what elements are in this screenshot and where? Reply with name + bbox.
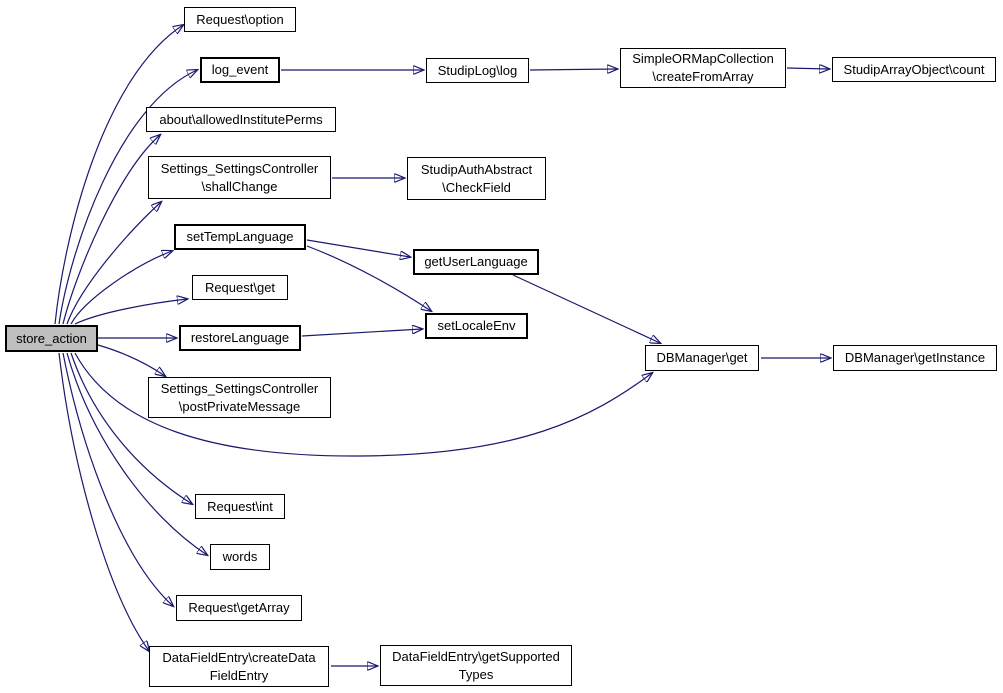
edge-store_action-to-request_int — [70, 352, 192, 504]
node-db-manager-get[interactable]: DBManager\get — [645, 345, 759, 371]
node-request-get-array-label: Request\getArray — [188, 600, 290, 615]
node-simple-ormap-create-from-array[interactable]: SimpleORMapCollection \createFromArray — [620, 48, 786, 88]
node-datafield-create-label: DataFieldEntry\createData FieldEntry — [162, 649, 316, 683]
node-store-action-label: store_action — [16, 330, 87, 346]
node-words[interactable]: words — [210, 544, 270, 570]
edge-store_action-to-log_event — [58, 70, 197, 325]
node-studip-auth-check-field[interactable]: StudipAuthAbstract \CheckField — [407, 157, 546, 200]
node-db-manager-get-instance-label: DBManager\getInstance — [844, 350, 986, 365]
node-request-get[interactable]: Request\get — [192, 275, 288, 300]
edge-store_action-to-set_temp_language — [70, 251, 172, 325]
edge-restore_language-to-set_locale_env — [301, 329, 422, 337]
node-store-action: store_action — [5, 325, 98, 352]
edge-store_action-to-words — [66, 352, 207, 555]
node-log-event-label: log_event — [211, 62, 269, 77]
node-request-option-label: Request\option — [196, 11, 284, 27]
node-set-temp-language-label: setTempLanguage — [186, 229, 294, 244]
edge-set_temp_language-to-set_locale_env — [306, 245, 431, 311]
node-studip-log-label: StudipLog\log — [437, 62, 518, 78]
edge-store_action-to-settings_shall_change — [66, 202, 161, 325]
node-set-locale-env[interactable]: setLocaleEnv — [425, 313, 528, 339]
node-request-int-label: Request\int — [207, 498, 273, 514]
edge-store_action-to-datafield_create_datafield_entry — [58, 352, 149, 651]
node-studip-array-object-count-label: StudipArrayObject\count — [843, 61, 985, 77]
edge-store_action-to-request_get_array — [62, 352, 173, 606]
node-datafield-get-supported-types-label: DataFieldEntry\getSupported Types — [392, 648, 560, 682]
edge-store_action-to-request_get — [74, 299, 187, 325]
node-settings-post-private-message[interactable]: Settings_SettingsController \postPrivate… — [148, 377, 331, 418]
node-restore-language[interactable]: restoreLanguage — [179, 325, 301, 351]
node-words-label: words — [222, 549, 258, 564]
edge-get_user_language-to-db_manager_get — [512, 274, 660, 343]
node-datafield-get-supported-types[interactable]: DataFieldEntry\getSupported Types — [380, 645, 572, 686]
node-studip-array-object-count[interactable]: StudipArrayObject\count — [832, 57, 996, 82]
node-request-int[interactable]: Request\int — [195, 494, 285, 519]
node-request-option[interactable]: Request\option — [184, 7, 296, 32]
edge-store_action-to-request_option — [54, 25, 183, 325]
node-settings-post-private-message-label: Settings_SettingsController \postPrivate… — [160, 380, 319, 414]
edge-store_action-to-settings_post_private_message — [97, 344, 165, 376]
node-about-allowed-institute-perms[interactable]: about\allowedInstitutePerms — [146, 107, 336, 132]
edge-store_action-to-about_allowed_institute_perms — [62, 135, 160, 325]
node-get-user-language-label: getUserLanguage — [424, 254, 528, 269]
node-db-manager-get-instance[interactable]: DBManager\getInstance — [833, 345, 997, 371]
node-studip-log[interactable]: StudipLog\log — [426, 58, 529, 83]
node-get-user-language[interactable]: getUserLanguage — [413, 249, 539, 275]
node-studip-auth-check-field-label: StudipAuthAbstract \CheckField — [420, 161, 533, 195]
node-restore-language-label: restoreLanguage — [190, 330, 290, 345]
node-about-allowed-label: about\allowedInstitutePerms — [159, 111, 323, 127]
node-settings-shall-change[interactable]: Settings_SettingsController \shallChange — [148, 156, 331, 199]
edge-studip_log-to-simple_ormap_create_from_array — [529, 69, 617, 70]
node-set-temp-language[interactable]: setTempLanguage — [174, 224, 306, 250]
node-datafield-create-datafield-entry[interactable]: DataFieldEntry\createData FieldEntry — [149, 646, 329, 687]
node-set-locale-env-label: setLocaleEnv — [437, 318, 516, 333]
edge-store_action-to-db_manager_get — [74, 352, 652, 457]
node-request-get-label: Request\get — [204, 279, 276, 295]
node-request-get-array[interactable]: Request\getArray — [176, 595, 302, 621]
node-db-manager-get-label: DBManager\get — [656, 350, 748, 365]
node-simple-ormap-label: SimpleORMapCollection \createFromArray — [632, 51, 774, 84]
node-settings-shall-change-label: Settings_SettingsController \shallChange — [160, 160, 319, 194]
node-log-event[interactable]: log_event — [200, 57, 280, 83]
edge-simple_ormap-to-studip_array_object_count — [786, 68, 829, 69]
edge-set_temp_language-to-get_user_language — [306, 239, 410, 257]
